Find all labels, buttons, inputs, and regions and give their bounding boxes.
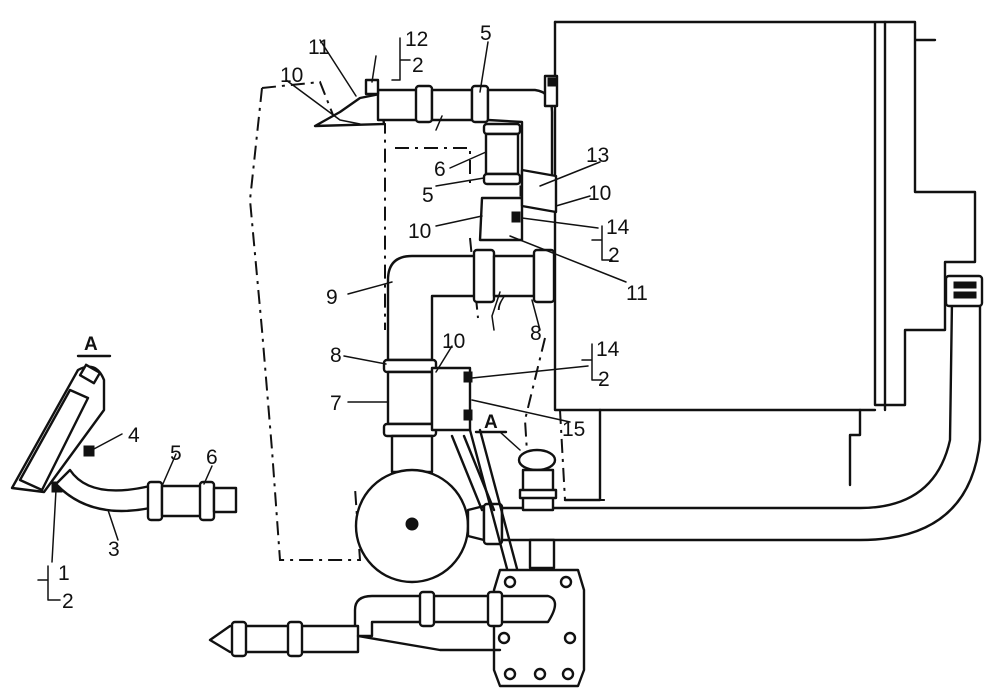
label-5-top: 5 [480,22,492,45]
label-10-lower: 10 [442,330,465,353]
small-valve [517,448,558,570]
label-13: 13 [586,144,609,167]
label-2-upper: 2 [608,244,620,267]
label-14-upper: 14 [606,216,630,239]
label-12-top: 12 [405,28,428,51]
label-6-mid: 6 [434,158,446,181]
section-label-a: A [84,334,98,355]
label-8-left: 8 [330,344,342,367]
label-6-left: 6 [206,446,218,469]
label-5-mid: 5 [422,184,434,207]
label-2-left: 2 [62,590,74,613]
label-2-top: 2 [412,54,424,77]
filter-housing [492,568,586,688]
label-10-right: 10 [588,182,611,205]
elbow-pipe-9 [382,248,556,474]
label-5-left: 5 [170,442,182,465]
label-14-lower: 14 [596,338,620,361]
label-11-top: 11 [308,36,330,59]
inlet-pipe [208,590,557,658]
support-bar-2 [468,428,522,582]
label-10-top: 10 [280,64,303,87]
detail-view-a [10,363,238,522]
engine-block [553,20,977,502]
label-2-lower: 2 [598,368,610,391]
label-7-upper: 7 [494,292,506,315]
label-1: 1 [58,562,70,585]
label-15: 15 [562,418,585,441]
dashed-outline-left [248,80,386,561]
label-10-mid: 10 [408,220,431,243]
section-marker-a [76,354,521,451]
label-3: 3 [108,538,120,561]
label-11-mid: 11 [626,282,648,305]
vertical-coupler [478,122,558,242]
section-ref-a: A [484,412,498,433]
label-8-right: 8 [530,322,542,345]
label-4: 4 [128,424,140,447]
label-7-lower: 7 [330,392,342,415]
pump-housing [354,468,486,584]
label-9: 9 [326,286,338,309]
leader-lines [37,37,627,601]
